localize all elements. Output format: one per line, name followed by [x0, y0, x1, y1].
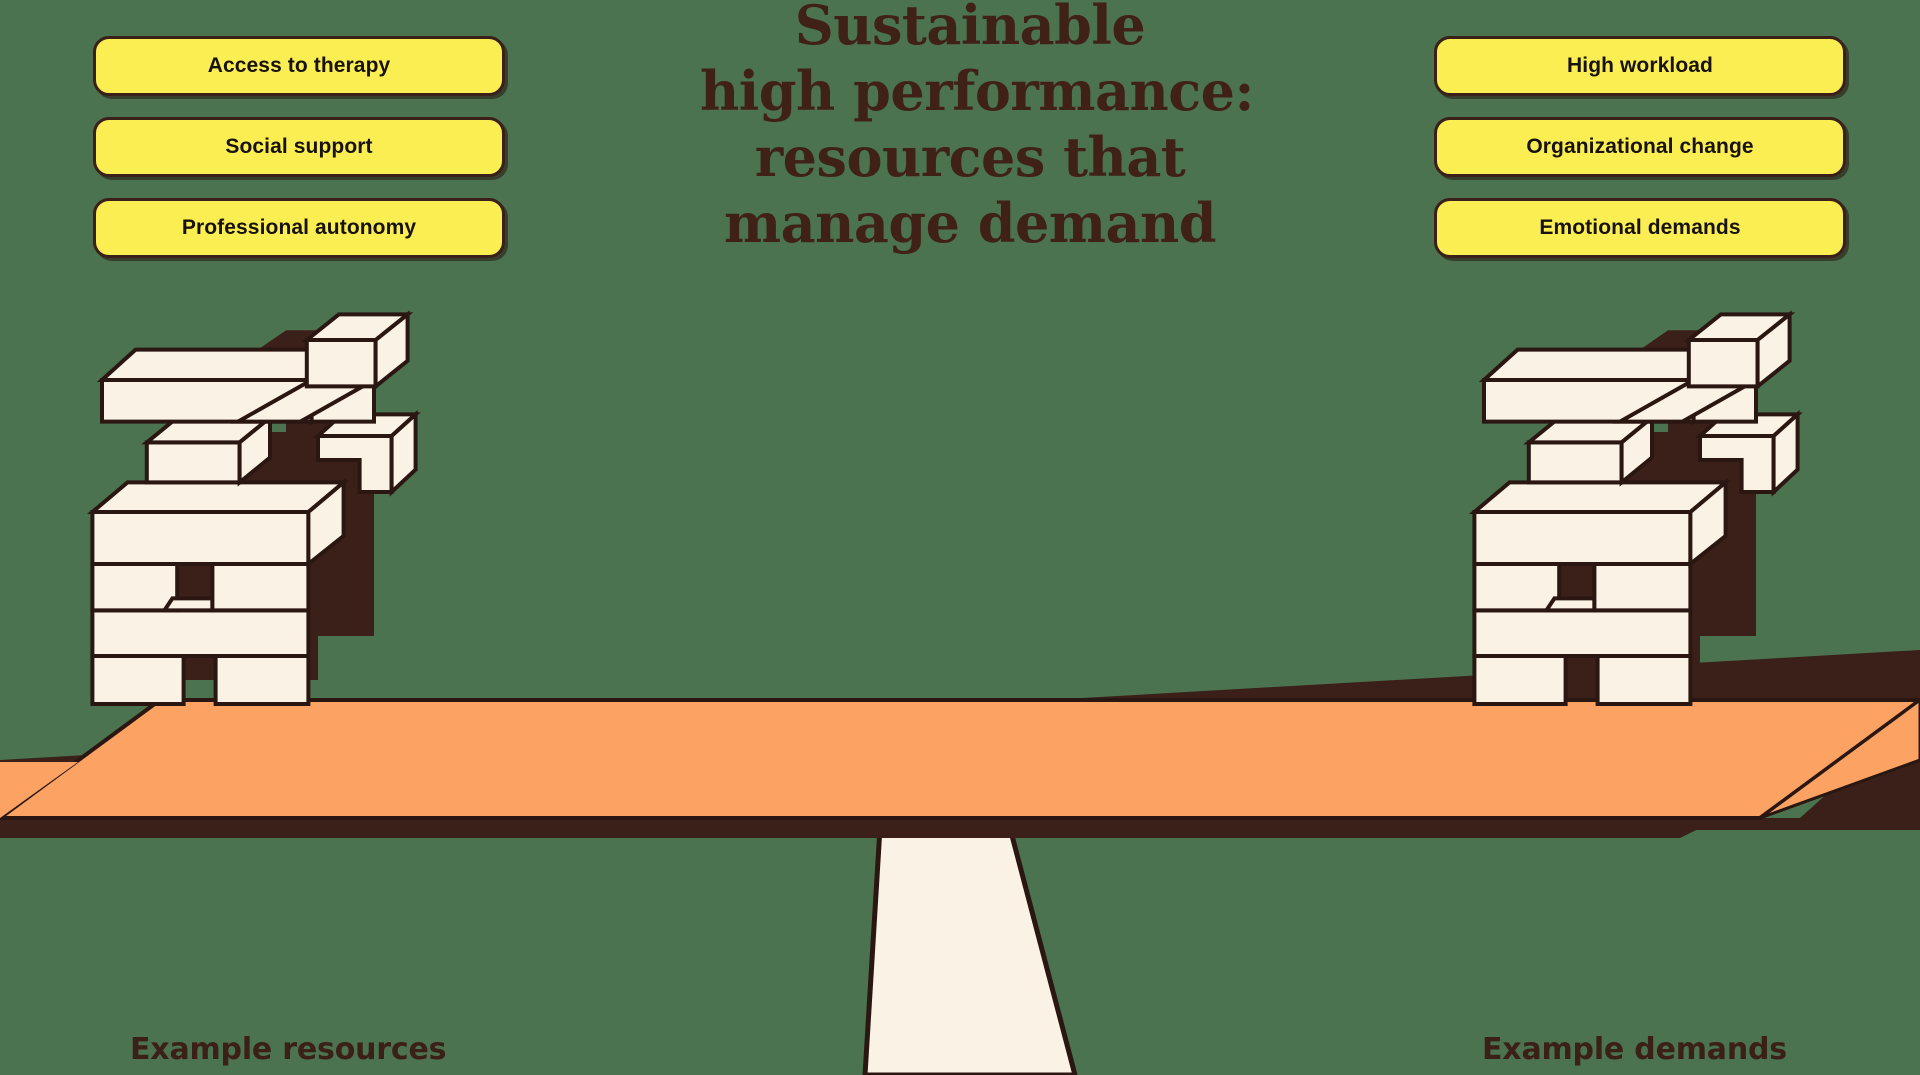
- caption-example-resources: Example resources: [130, 1032, 447, 1067]
- page-title: Sustainable high performance: resources …: [700, 0, 1254, 256]
- caption-example-demands: Example demands: [1482, 1032, 1787, 1067]
- title-line-3: resources that: [754, 125, 1186, 189]
- pill-label: Access to therapy: [207, 54, 391, 77]
- title-line-4: manage demand: [723, 191, 1217, 255]
- pill-emotional-demands[interactable]: Emotional demands: [1434, 198, 1846, 258]
- pill-organizational-change[interactable]: Organizational change: [1434, 117, 1846, 177]
- pill-label: Emotional demands: [1539, 216, 1741, 239]
- pill-high-workload[interactable]: High workload: [1434, 36, 1846, 96]
- pill-label: Organizational change: [1526, 135, 1754, 158]
- title-line-2: high performance:: [700, 59, 1254, 123]
- right-block-tower: [1474, 314, 1797, 704]
- demands-pill-group: High workload Organizational change Emot…: [1434, 36, 1846, 258]
- title-line-1: Sustainable: [794, 0, 1146, 57]
- pill-access-to-therapy[interactable]: Access to therapy: [93, 36, 505, 96]
- resources-pill-group: Access to therapy Social support Profess…: [93, 36, 505, 258]
- pill-label: Social support: [225, 135, 373, 158]
- pill-label: High workload: [1567, 54, 1713, 77]
- fulcrum: [862, 825, 1078, 1075]
- plank-top: [0, 698, 1920, 820]
- pill-professional-autonomy[interactable]: Professional autonomy: [93, 198, 505, 258]
- left-block-tower: [92, 314, 415, 704]
- pill-social-support[interactable]: Social support: [93, 117, 505, 177]
- pill-label: Professional autonomy: [181, 216, 417, 239]
